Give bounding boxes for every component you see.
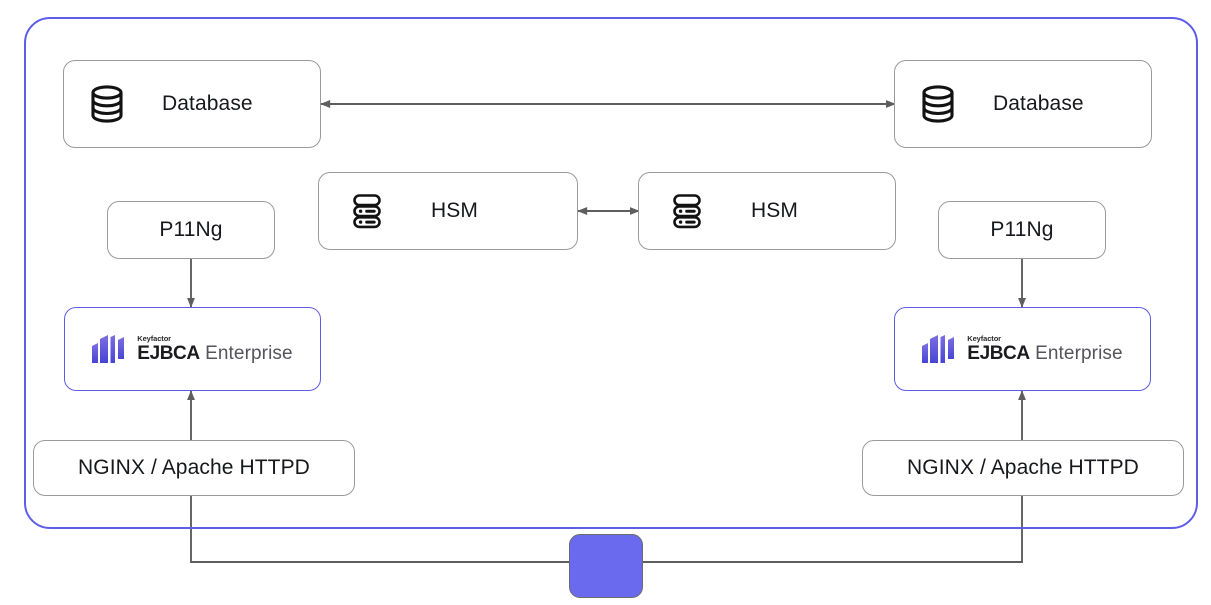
- database-node-left-label: Database: [162, 92, 253, 115]
- p11ng-node-right-label: P11Ng: [990, 218, 1054, 241]
- hsm-node-left[interactable]: HSM: [318, 172, 578, 250]
- ejbca-enterprise-node-left[interactable]: Keyfactor EJBCA Enterprise: [64, 307, 321, 391]
- keyfactor-ejbca-logo: Keyfactor EJBCA Enterprise: [92, 333, 293, 365]
- database-node-left[interactable]: Database: [63, 60, 321, 148]
- p11ng-node-right[interactable]: P11Ng: [938, 201, 1106, 259]
- keyfactor-logo-mark: [92, 335, 125, 363]
- ejbca-edition-text: Enterprise: [1035, 343, 1123, 365]
- database-node-right[interactable]: Database: [894, 60, 1152, 148]
- keyfactor-ejbca-logo: Keyfactor EJBCA Enterprise: [922, 333, 1123, 365]
- p11ng-node-left-label: P11Ng: [159, 218, 223, 241]
- hsm-node-left-label: HSM: [431, 199, 478, 222]
- web-server-node-left-label: NGINX / Apache HTTPD: [78, 456, 310, 479]
- database-icon: [921, 85, 955, 123]
- web-server-node-right-label: NGINX / Apache HTTPD: [907, 456, 1139, 479]
- keyfactor-brand-text: Keyfactor: [967, 333, 1001, 343]
- database-icon: [90, 85, 124, 123]
- web-server-node-right[interactable]: NGINX / Apache HTTPD: [862, 440, 1184, 496]
- ejbca-enterprise-node-right[interactable]: Keyfactor EJBCA Enterprise: [894, 307, 1151, 391]
- web-server-node-left[interactable]: NGINX / Apache HTTPD: [33, 440, 355, 496]
- deployment-boundary: [24, 17, 1198, 529]
- keyfactor-brand-text: Keyfactor: [137, 333, 171, 343]
- keyfactor-logo-mark: [922, 335, 955, 363]
- p11ng-node-left[interactable]: P11Ng: [107, 201, 275, 259]
- hsm-node-right[interactable]: HSM: [638, 172, 896, 250]
- hsm-node-right-label: HSM: [751, 199, 798, 222]
- database-node-right-label: Database: [993, 92, 1084, 115]
- load-balancer-node[interactable]: [569, 534, 643, 598]
- server-rack-icon: [351, 193, 383, 229]
- ejbca-edition-text: Enterprise: [205, 343, 293, 365]
- server-rack-icon: [671, 193, 703, 229]
- ejbca-product-text: EJBCA: [137, 343, 200, 365]
- ejbca-product-text: EJBCA: [967, 343, 1030, 365]
